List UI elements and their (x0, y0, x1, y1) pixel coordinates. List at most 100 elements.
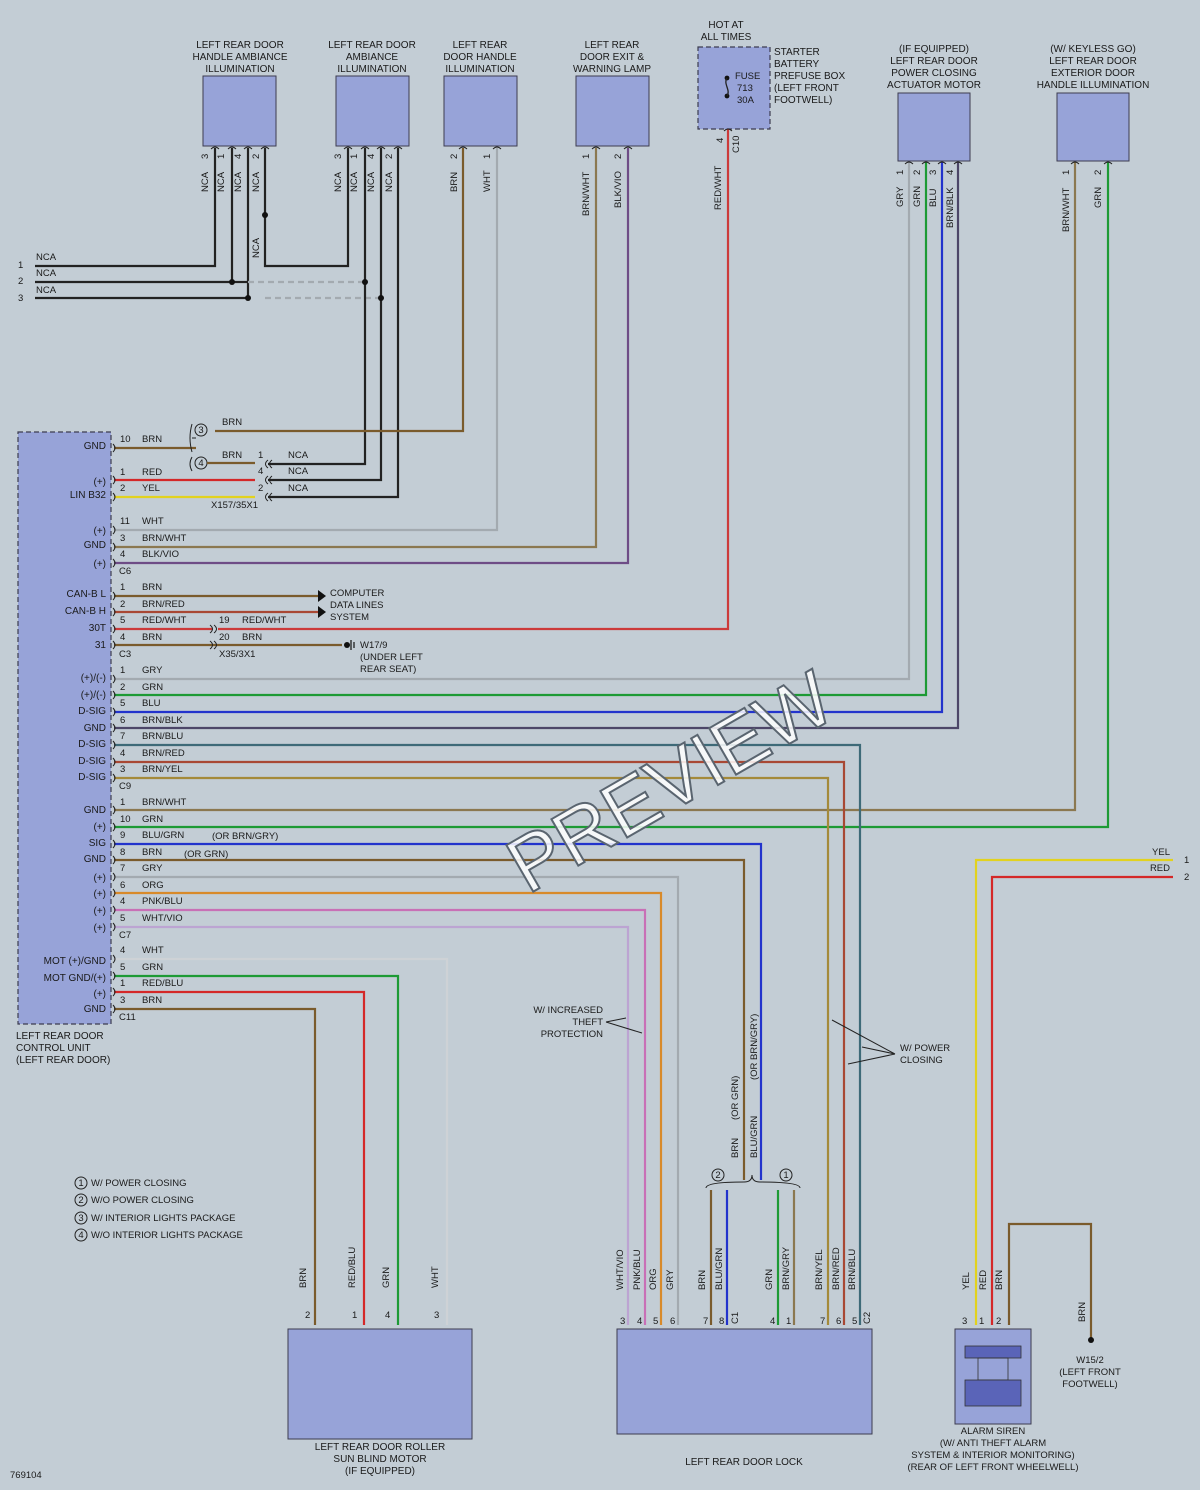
c1-title-2: HANDLE AMBIANCE (192, 52, 287, 63)
theft-note-3: PROTECTION (541, 1029, 603, 1040)
wire-color: PNK/BLU (632, 1249, 643, 1290)
pin-number: 2 (120, 599, 125, 610)
pin-number: 2 (996, 1316, 1001, 1327)
left-bus: 1 2 3 NCA NCA NCA (18, 252, 57, 304)
wire-color: BLK/VIO (142, 549, 179, 560)
pin-number: 2 (120, 682, 125, 693)
wire-color: BRN/RED (142, 599, 185, 610)
pin-number: 3 (928, 170, 939, 175)
signal-label: 31 (95, 640, 107, 651)
connector-id: C10 (731, 136, 742, 153)
pin-number: 3 (120, 995, 125, 1006)
blugrn-vertical: BLU/GRN (749, 1116, 760, 1158)
component-handle-ambiance: LEFT REAR DOOR HANDLE AMBIANCE ILLUMINAT… (192, 40, 288, 147)
wire-color: NCA (288, 483, 309, 494)
wire-color: WHT (142, 945, 164, 956)
component-door-handle: LEFT REAR DOOR HANDLE ILLUMINATION (443, 40, 518, 147)
pin-number: 1 (786, 1316, 791, 1327)
fusebox-title-1: STARTER (774, 47, 820, 58)
lock-option-brackets: 2 1 (705, 1168, 801, 1189)
wire-color: GRY (142, 863, 163, 874)
wire-color: BLU/GRN (142, 830, 184, 841)
pin-number: 6 (836, 1316, 841, 1327)
hot-label-1: HOT AT (708, 20, 743, 31)
pin-number: 2 (1093, 170, 1104, 175)
lock-title: LEFT REAR DOOR LOCK (685, 1457, 803, 1468)
pin-number: 4 (120, 945, 125, 956)
fusebox-title-5: FOOTWELL) (774, 95, 832, 106)
wires (35, 129, 1173, 1338)
c1-title-3: ILLUMINATION (205, 64, 274, 75)
pin-number: 1 (258, 450, 263, 461)
w17-ground (344, 640, 355, 650)
pin-number: 2 (384, 154, 395, 159)
wire-color: BRN/WHT (142, 533, 187, 544)
wire-label: WHT (482, 170, 493, 192)
signal-label: D-SIG (78, 772, 106, 783)
connector-id: C9 (119, 781, 131, 792)
wire-label: BLK/VIO (613, 171, 624, 208)
preview-watermark: PREVIEW (492, 653, 848, 909)
wire-color: BRN (242, 632, 262, 643)
wire-color: GRN (764, 1269, 775, 1290)
pin-number: 3 (333, 154, 344, 159)
wire-label: NCA (216, 171, 227, 192)
pin-number: 4 (366, 154, 377, 159)
wire-color: BRN (142, 847, 162, 858)
legend-number: 4 (78, 1230, 83, 1241)
c3-title-3: ILLUMINATION (445, 64, 514, 75)
pin-number: 5 (120, 615, 125, 626)
option-circle: 1 (783, 1170, 788, 1181)
component-keyless-handle: (W/ KEYLESS GO) LEFT REAR DOOR EXTERIOR … (1037, 44, 1149, 162)
diagram-id: 769104 (10, 1470, 42, 1481)
pin-number: 4 (715, 138, 726, 143)
c4-title-2: DOOR EXIT & (580, 52, 645, 63)
signal-label: D-SIG (78, 706, 106, 717)
wire-color: ORG (648, 1268, 659, 1290)
pin-number: 3 (120, 533, 125, 544)
signal-label: (+) (94, 526, 107, 537)
pin-number: 1 (120, 665, 125, 676)
top-pin-marks (210, 128, 1113, 165)
pin-number: 5 (120, 913, 125, 924)
wire-color: GRN (381, 1267, 392, 1288)
wire-color: GRN (142, 814, 163, 825)
pin-number: 5 (120, 962, 125, 973)
input-number: 1 (1184, 855, 1189, 866)
pin-number: 9 (120, 830, 125, 841)
wire-color: GRY (142, 665, 163, 676)
c1-title-1: LEFT REAR DOOR (196, 40, 284, 51)
wire-color: BRN (142, 582, 162, 593)
connector-id: C3 (119, 649, 131, 660)
siren-title-3: SYSTEM & INTERIOR MONITORING) (911, 1450, 1074, 1461)
bus-label: NCA (36, 285, 57, 296)
wire-label: NCA (366, 171, 377, 192)
component-power-closing-motor: (IF EQUIPPED) LEFT REAR DOOR POWER CLOSI… (887, 44, 981, 162)
top-wire-labels: NCA NCA NCA NCA NCA NCA NCA NCA NCA BRN … (200, 165, 1104, 258)
siren-inputs: YEL RED 1 2 (1150, 847, 1189, 883)
pin-number: 2 (305, 1310, 310, 1321)
signal-label: (+) (94, 906, 107, 917)
wire-color: WHT (430, 1266, 441, 1288)
pin-number: 4 (120, 896, 125, 907)
wire-color: BRN (142, 632, 162, 643)
wire-label: GRN (1093, 187, 1104, 208)
pin-number: 2 (251, 154, 262, 159)
signal-label: GND (84, 441, 106, 452)
pin-number: 1 (581, 154, 592, 159)
fuse-rating: 30A (737, 95, 755, 106)
wire-label: NCA (233, 171, 244, 192)
wire-color: BRN (298, 1268, 309, 1288)
component-fuse-box: HOT AT ALL TIMES FUSE 713 30A STARTER BA… (697, 20, 845, 130)
connector-c7: GND (+) SIG GND (+) (+) (+) (+) 1 10 9 8… (84, 797, 279, 941)
w15-label-3: FOOTWELL) (1062, 1379, 1117, 1390)
wire-color: BLU (142, 698, 161, 709)
pin-number: 2 (613, 154, 624, 159)
pin-number: 1 (979, 1316, 984, 1327)
wire-label: BRN/BLK (945, 187, 956, 228)
bus-number: 1 (18, 260, 23, 271)
wire-color: BRN/BLU (142, 731, 183, 742)
component-alarm-siren: ALARM SIREN (W/ ANTI THEFT ALARM SYSTEM … (907, 1270, 1078, 1473)
wire-color: ORG (142, 880, 164, 891)
connector-id: C1 (730, 1312, 741, 1324)
